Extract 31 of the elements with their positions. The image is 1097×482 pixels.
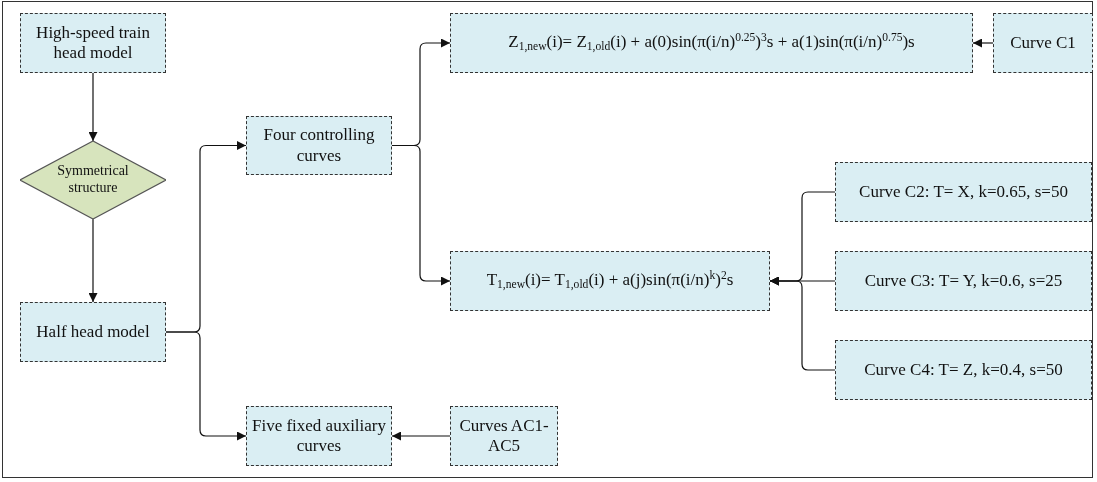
node-label: Symmetrical structure [56, 163, 130, 197]
arrow [165, 331, 247, 441]
process-box [20, 13, 166, 73]
process-box [20, 302, 166, 362]
arrow [391, 431, 451, 441]
process-box [835, 162, 1092, 222]
node-label: Five fixed auxiliary curves [250, 415, 388, 457]
process-box [835, 340, 1092, 400]
node-label: Curve C2: T= X, k=0.65, s=50 [858, 181, 1069, 203]
process-box [246, 116, 392, 175]
process-box [450, 406, 558, 466]
node-label: Curve C4: T= Z, k=0.4, s=50 [863, 359, 1064, 381]
process-box [450, 251, 770, 311]
node-label: Four controlling curves [262, 125, 376, 166]
node-label: T$_{1,new}$(i)= T$_{1,old}$(i) + a(j)sin(π(i/n)$^{k}$)$^{2}$s [485, 270, 735, 292]
process-box [835, 251, 1092, 311]
arrow [769, 276, 836, 371]
arrow [88, 218, 98, 303]
process-box [450, 13, 973, 73]
node-label: High-speed train head model [35, 22, 151, 64]
node-label: Curve C3: T= Y, k=0.6, s=25 [863, 270, 1064, 292]
process-box [246, 406, 392, 466]
node-label: Curves AC1-AC5 [458, 415, 550, 457]
node-label: Z$_{1,new}$(i)= Z$_{1,old}$(i) + a(0)sin(π(i/n)$^{0.25}$)$^{3}$s + a(1)sin(π(i/n)$^{0.75}$)s [507, 32, 916, 54]
node-label: Curve C1 [1009, 32, 1077, 54]
decision-diamond [20, 141, 166, 219]
process-box [993, 13, 1093, 73]
arrow [391, 144, 451, 286]
arrow [972, 38, 994, 48]
arrow [88, 72, 98, 142]
node-label: Half head model [35, 321, 151, 343]
